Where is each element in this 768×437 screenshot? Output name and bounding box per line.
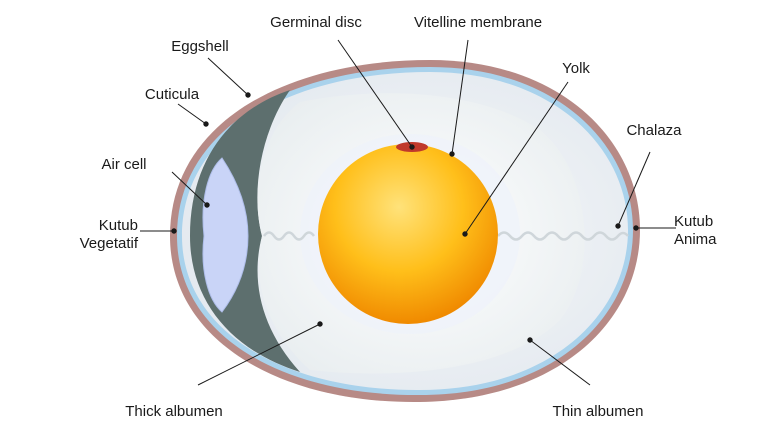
- leader-yolk: [464, 81, 569, 235]
- leader-lines: [140, 39, 676, 386]
- leader-thin-albumen: [529, 339, 591, 386]
- leader-germinal-disc: [337, 39, 413, 148]
- air-cell-shape: [202, 157, 249, 313]
- label-eggshell: Eggshell: [171, 38, 229, 55]
- leader-cuticula: [177, 103, 207, 125]
- label-vitelline-membrane: Vitelline membrane: [413, 14, 543, 31]
- label-thin-albumen: Thin albumen: [552, 403, 644, 420]
- chalaza-right: [497, 231, 629, 241]
- label-kutub-vegetatif: Kutub Vegetatif: [79, 217, 138, 252]
- label-thick-albumen: Thick albumen: [125, 403, 223, 420]
- label-germinal-disc: Germinal disc: [270, 14, 362, 31]
- label-kutub-anima: Kutub Anima: [674, 213, 717, 248]
- yolk-shape: [318, 144, 498, 324]
- leader-thick-albumen: [197, 323, 321, 386]
- label-yolk: Yolk: [562, 60, 590, 77]
- label-chalaza: Chalaza: [626, 122, 682, 139]
- leader-vitelline-membrane: [451, 39, 469, 155]
- label-air-cell: Air cell: [101, 156, 147, 173]
- leader-chalaza: [617, 151, 651, 227]
- label-cuticula: Cuticula: [144, 86, 200, 103]
- chalaza-left: [262, 231, 316, 241]
- leader-eggshell: [207, 57, 249, 96]
- leader-air-cell: [171, 171, 208, 206]
